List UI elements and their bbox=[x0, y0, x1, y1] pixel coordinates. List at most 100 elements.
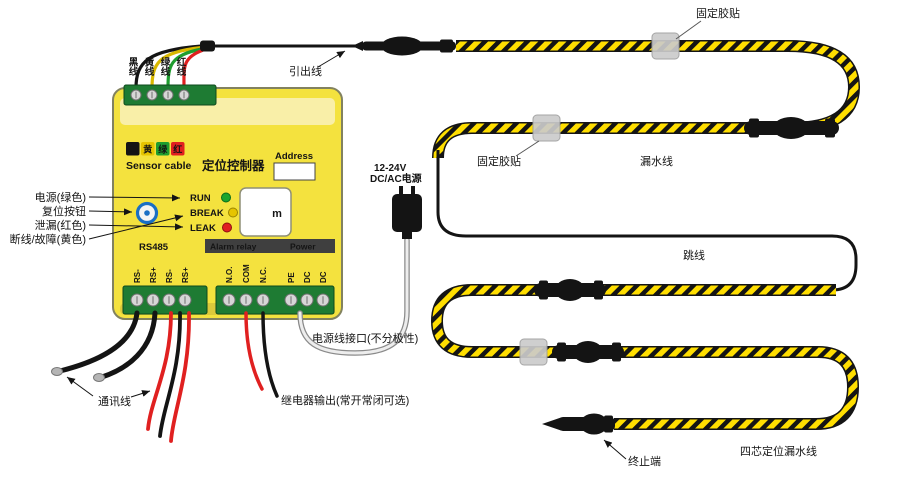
rs-terminal-label: RS+ bbox=[149, 267, 158, 283]
controller-title: 定位控制器 bbox=[201, 158, 265, 173]
wire-sleeve bbox=[200, 40, 215, 52]
sensor-cable-run bbox=[214, 32, 861, 435]
rs-terminal-label: RS+ bbox=[181, 267, 190, 283]
connector-nut bbox=[557, 342, 566, 362]
reset-button-label: 复位按钮 bbox=[42, 204, 86, 218]
red-wire-2 bbox=[169, 311, 191, 443]
termination-end bbox=[542, 413, 615, 435]
jumper-wire bbox=[436, 150, 858, 292]
reset-button-leader bbox=[88, 208, 133, 216]
bottom-cables bbox=[51, 237, 410, 443]
psu-label-line1: 12-24V bbox=[374, 163, 407, 174]
top-terminal-block bbox=[123, 84, 217, 106]
power-led-leader bbox=[88, 194, 181, 202]
wire-black bbox=[134, 44, 204, 90]
termination-tip bbox=[542, 417, 561, 431]
controller-body bbox=[112, 87, 343, 320]
adhesive-tape-low bbox=[519, 338, 548, 366]
chip-green bbox=[156, 142, 170, 156]
wire-black-label: 黑线 bbox=[127, 57, 139, 77]
relay-terminal-label: COM bbox=[242, 264, 251, 283]
comm-cable-2-tip bbox=[93, 373, 105, 382]
bottom-terminal-blocks bbox=[122, 285, 335, 315]
braid-cable-b bbox=[432, 285, 858, 429]
meter-display bbox=[239, 187, 292, 237]
lead-wire-leader bbox=[317, 50, 346, 68]
power-terminal-label: DC bbox=[319, 271, 328, 283]
terminator-leader bbox=[603, 439, 627, 460]
tape-mid-label: 固定胶贴 bbox=[477, 154, 521, 168]
led-block: RUN BREAK LEAK bbox=[190, 192, 238, 234]
terminal-screws bbox=[130, 89, 190, 101]
adapter-body bbox=[392, 194, 422, 232]
wire-red-label: 红线 bbox=[175, 56, 187, 77]
lead-fitting-taper bbox=[352, 41, 363, 51]
wire-green bbox=[166, 47, 204, 90]
power-cord bbox=[298, 238, 409, 355]
connector-nut bbox=[612, 342, 621, 362]
braid-outline-b bbox=[430, 284, 860, 430]
braid-outline-a bbox=[432, 40, 861, 159]
jumper-label: 跳线 bbox=[683, 248, 705, 262]
inline-connector-3 bbox=[552, 341, 624, 363]
alarm-relay-label: Alarm relay bbox=[210, 242, 257, 252]
address-box bbox=[273, 162, 316, 181]
relay-power-block bbox=[215, 285, 335, 315]
lead-wire-label: 引出线 bbox=[289, 64, 322, 78]
relay-terminal-label: N.O. bbox=[225, 267, 234, 283]
chip-black-label: 黑 bbox=[128, 145, 137, 155]
inline-connector-1 bbox=[744, 117, 839, 139]
chip-green-label: 绿 bbox=[158, 144, 168, 155]
comm-cable-1 bbox=[57, 310, 140, 374]
leak-led bbox=[222, 222, 232, 233]
connector-bulge bbox=[773, 117, 809, 139]
chip-yellow bbox=[141, 142, 155, 156]
power-adapter bbox=[392, 186, 422, 239]
termination-nut bbox=[604, 415, 613, 433]
connector-bulge bbox=[555, 279, 585, 301]
red-wire-1 bbox=[146, 311, 173, 431]
rs485-label: RS485 bbox=[139, 242, 169, 253]
meter-unit: m bbox=[272, 208, 282, 220]
black-wire-1 bbox=[158, 311, 182, 438]
braid-cable-a bbox=[433, 41, 859, 159]
adapter-prong bbox=[399, 186, 403, 195]
power-terminal-label: PE bbox=[287, 272, 296, 283]
terminal-names: RS- RS+ RS- RS+ N.O. COM N.C. PE DC DC bbox=[133, 264, 328, 283]
lead-fitting bbox=[352, 36, 456, 56]
sensor-cable-label: Sensor cable bbox=[126, 160, 192, 172]
terminal-strip bbox=[205, 239, 335, 253]
comm-cable-2 bbox=[99, 310, 158, 380]
power-strip-label: Power bbox=[290, 242, 316, 252]
wire-yellow-label: 黄线 bbox=[143, 56, 155, 77]
led-run-label: RUN bbox=[190, 193, 211, 204]
four-core-cable-label: 四芯定位漏水线 bbox=[740, 444, 817, 458]
break-led-label: 断线/故障(黄色) bbox=[10, 232, 86, 246]
relay-terminal-label: N.C. bbox=[259, 267, 268, 283]
comm-line-label: 通讯线 bbox=[98, 394, 131, 408]
break-led-leader bbox=[88, 214, 184, 240]
terminal-screws-bottom bbox=[130, 293, 330, 307]
relay-wire-black bbox=[261, 311, 279, 398]
connector-nut bbox=[539, 280, 548, 300]
comm-line-leader-1 bbox=[66, 376, 94, 397]
psu-label-line2: DC/AC电源 bbox=[370, 172, 422, 185]
connector-nut bbox=[825, 118, 835, 138]
run-led bbox=[221, 192, 231, 203]
annotations: 黑线 黄线 绿线 红线 引出线 电源(绿色) 复位按钮 泄漏(红色) 断线/故障… bbox=[10, 6, 817, 468]
connector-nut bbox=[749, 118, 759, 138]
leak-led-leader bbox=[88, 223, 184, 231]
chip-black bbox=[126, 142, 140, 156]
lead-fitting-bulge bbox=[381, 36, 423, 56]
connector-bulge bbox=[573, 341, 603, 363]
terminator-label: 终止端 bbox=[628, 454, 661, 468]
led-leak-label: LEAK bbox=[190, 223, 216, 234]
relay-output-label: 继电器输出(常开常闭可选) bbox=[281, 393, 409, 407]
wire-yellow bbox=[150, 45, 204, 90]
connector-nut bbox=[594, 280, 603, 300]
chip-red bbox=[171, 142, 185, 156]
controller: 黑 黄 绿 红 Sensor cable 定位控制器 Address RUN B… bbox=[112, 84, 343, 320]
wire-green-label: 绿线 bbox=[159, 56, 171, 77]
led-break-label: BREAK bbox=[190, 208, 224, 219]
leak-led-label: 泄漏(红色) bbox=[35, 218, 86, 232]
